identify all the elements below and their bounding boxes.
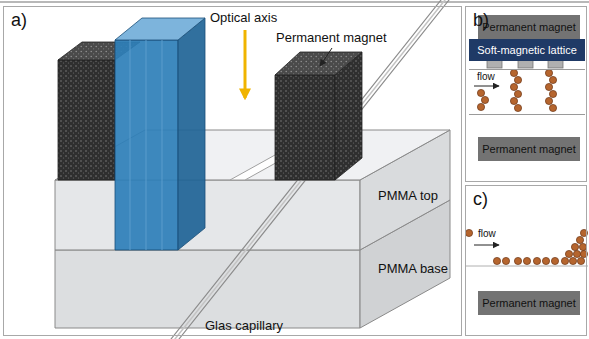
lattice-box: Soft-magnetic lattice xyxy=(469,39,585,61)
box-label: Soft-magnetic lattice xyxy=(477,44,577,57)
soft-magnetic-block xyxy=(115,18,205,250)
panel-frame: a) xyxy=(3,6,462,336)
part-label: Glas capillary xyxy=(205,318,283,333)
flow-label: flow xyxy=(469,70,585,83)
particle xyxy=(573,250,580,257)
channel-wall xyxy=(465,266,588,267)
particle xyxy=(510,97,517,104)
particle xyxy=(477,89,484,96)
magnet-box: Permanent magnet xyxy=(478,15,580,39)
particle xyxy=(571,243,578,250)
particle xyxy=(533,257,540,264)
part-label: PMMA top xyxy=(378,188,438,203)
box-label: Permanent magnet xyxy=(482,143,576,156)
magnet-box: Permanent magnet xyxy=(478,137,580,161)
permanent-magnet-right xyxy=(275,52,362,180)
particle xyxy=(523,257,530,264)
lattice-teeth xyxy=(487,60,563,68)
top-rule xyxy=(0,1,589,3)
particle xyxy=(545,69,552,76)
particle xyxy=(545,83,552,90)
flow-arrow xyxy=(474,86,499,87)
particle xyxy=(514,104,521,111)
particle xyxy=(577,257,584,264)
particle xyxy=(576,236,583,243)
box-label: Permanent magnet xyxy=(482,297,576,310)
part-label: PMMA base xyxy=(378,261,448,276)
particle xyxy=(481,96,488,103)
particle xyxy=(510,69,517,76)
particle xyxy=(510,83,517,90)
glass-capillary xyxy=(171,0,449,339)
particle xyxy=(549,104,556,111)
flow-channel: flow xyxy=(469,69,585,115)
part-label: Optical axis xyxy=(210,10,277,25)
optical-axis-arrow xyxy=(244,30,247,98)
box-label: Permanent magnet xyxy=(482,21,576,34)
particle xyxy=(569,257,576,264)
particle xyxy=(561,257,568,264)
particle xyxy=(579,243,586,250)
particle xyxy=(565,250,572,257)
leader-line xyxy=(320,48,332,66)
panel-letter: c) xyxy=(466,186,586,210)
particle xyxy=(545,97,552,104)
particle xyxy=(542,257,549,264)
part-label: Permanent magnet xyxy=(276,30,387,45)
magnet-box: Permanent magnet xyxy=(478,291,580,315)
particle xyxy=(514,90,521,97)
panel-letter: b) xyxy=(466,7,586,31)
particle xyxy=(493,257,500,264)
panel-frame: Permanent magnetSoft-magnetic latticeflo… xyxy=(465,6,587,182)
flow-arrow xyxy=(474,245,499,246)
particle xyxy=(465,229,472,236)
particle xyxy=(477,103,484,110)
particle xyxy=(549,90,556,97)
particle xyxy=(502,257,509,264)
particle xyxy=(514,257,521,264)
flow-label: flow xyxy=(478,228,496,239)
panel-frame: Permanent magnet c) xyxy=(465,185,587,336)
particle xyxy=(549,76,556,83)
particle xyxy=(514,76,521,83)
particle xyxy=(551,257,558,264)
